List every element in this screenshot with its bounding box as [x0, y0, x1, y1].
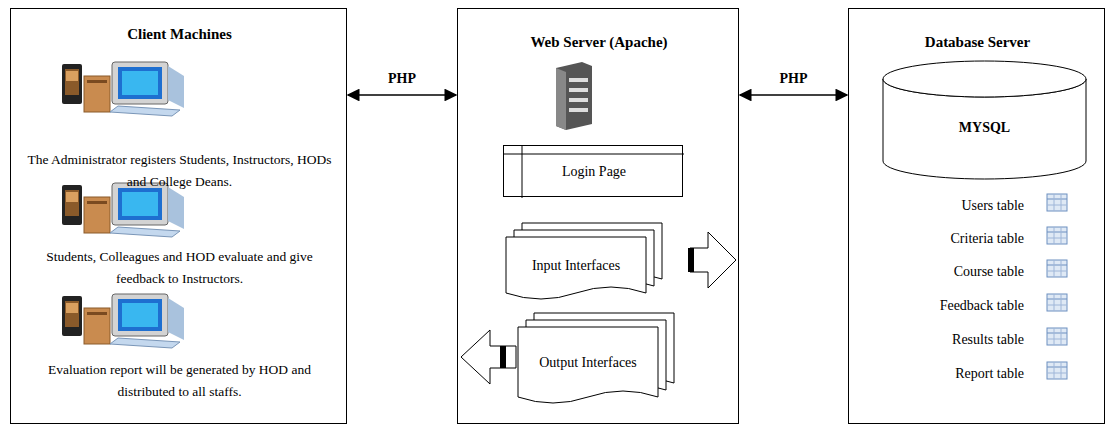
box-label: Output Interfaces — [539, 352, 637, 374]
server-icon — [556, 62, 592, 130]
connector-arrow — [348, 94, 456, 96]
client-panel: Client MachinesThe Administrator registe… — [10, 8, 347, 424]
box-label: Login Page — [562, 161, 626, 183]
table-name: Report table — [955, 363, 1024, 385]
panel-title: Database Server — [849, 31, 1106, 53]
panel-title: Web Server (Apache) — [458, 31, 740, 53]
login-box: Login Page — [503, 145, 683, 197]
table-icon — [1047, 227, 1067, 244]
connector-arrow — [740, 94, 847, 96]
table-name: Criteria table — [951, 228, 1024, 250]
block-arrow-right — [688, 232, 736, 288]
frame-line — [522, 146, 523, 198]
client-icon — [62, 294, 184, 348]
cylinder-top — [883, 61, 1086, 97]
frame-line — [504, 154, 684, 155]
table-name: Results table — [952, 329, 1024, 351]
table-name: Course table — [954, 261, 1024, 283]
description: Students, Colleagues and HOD evaluate an… — [25, 246, 334, 290]
table-name: Users table — [961, 195, 1024, 217]
table-icon — [1047, 328, 1067, 345]
table-icon — [1047, 194, 1067, 211]
description: The Administrator registers Students, In… — [25, 149, 334, 193]
box-label: Input Interfaces — [532, 255, 620, 277]
client-icon — [62, 62, 184, 116]
table-icon — [1047, 294, 1067, 311]
table-icon — [1047, 260, 1067, 277]
document-page — [506, 237, 646, 299]
database-panel: Database ServerUsers tableCriteria table… — [848, 8, 1105, 424]
client-icon — [62, 183, 184, 237]
block-arrow-left — [461, 330, 516, 384]
panel-title: Client Machines — [11, 23, 348, 45]
output-doc-stack: Output Interfaces — [518, 327, 658, 407]
database-label: MYSQL — [959, 117, 1010, 139]
table-name: Feedback table — [940, 295, 1024, 317]
input-doc-stack: Input Interfaces — [506, 237, 646, 303]
document-page — [518, 327, 658, 403]
description: Evaluation report will be generated by H… — [25, 359, 334, 403]
database-cylinder: MYSQL — [883, 61, 1086, 179]
connector-label: PHP — [386, 71, 418, 87]
connector-label: PHP — [778, 71, 810, 87]
table-icon — [1047, 362, 1067, 379]
web-server-panel: Web Server (Apache) Login PageInput Inter… — [457, 8, 739, 424]
